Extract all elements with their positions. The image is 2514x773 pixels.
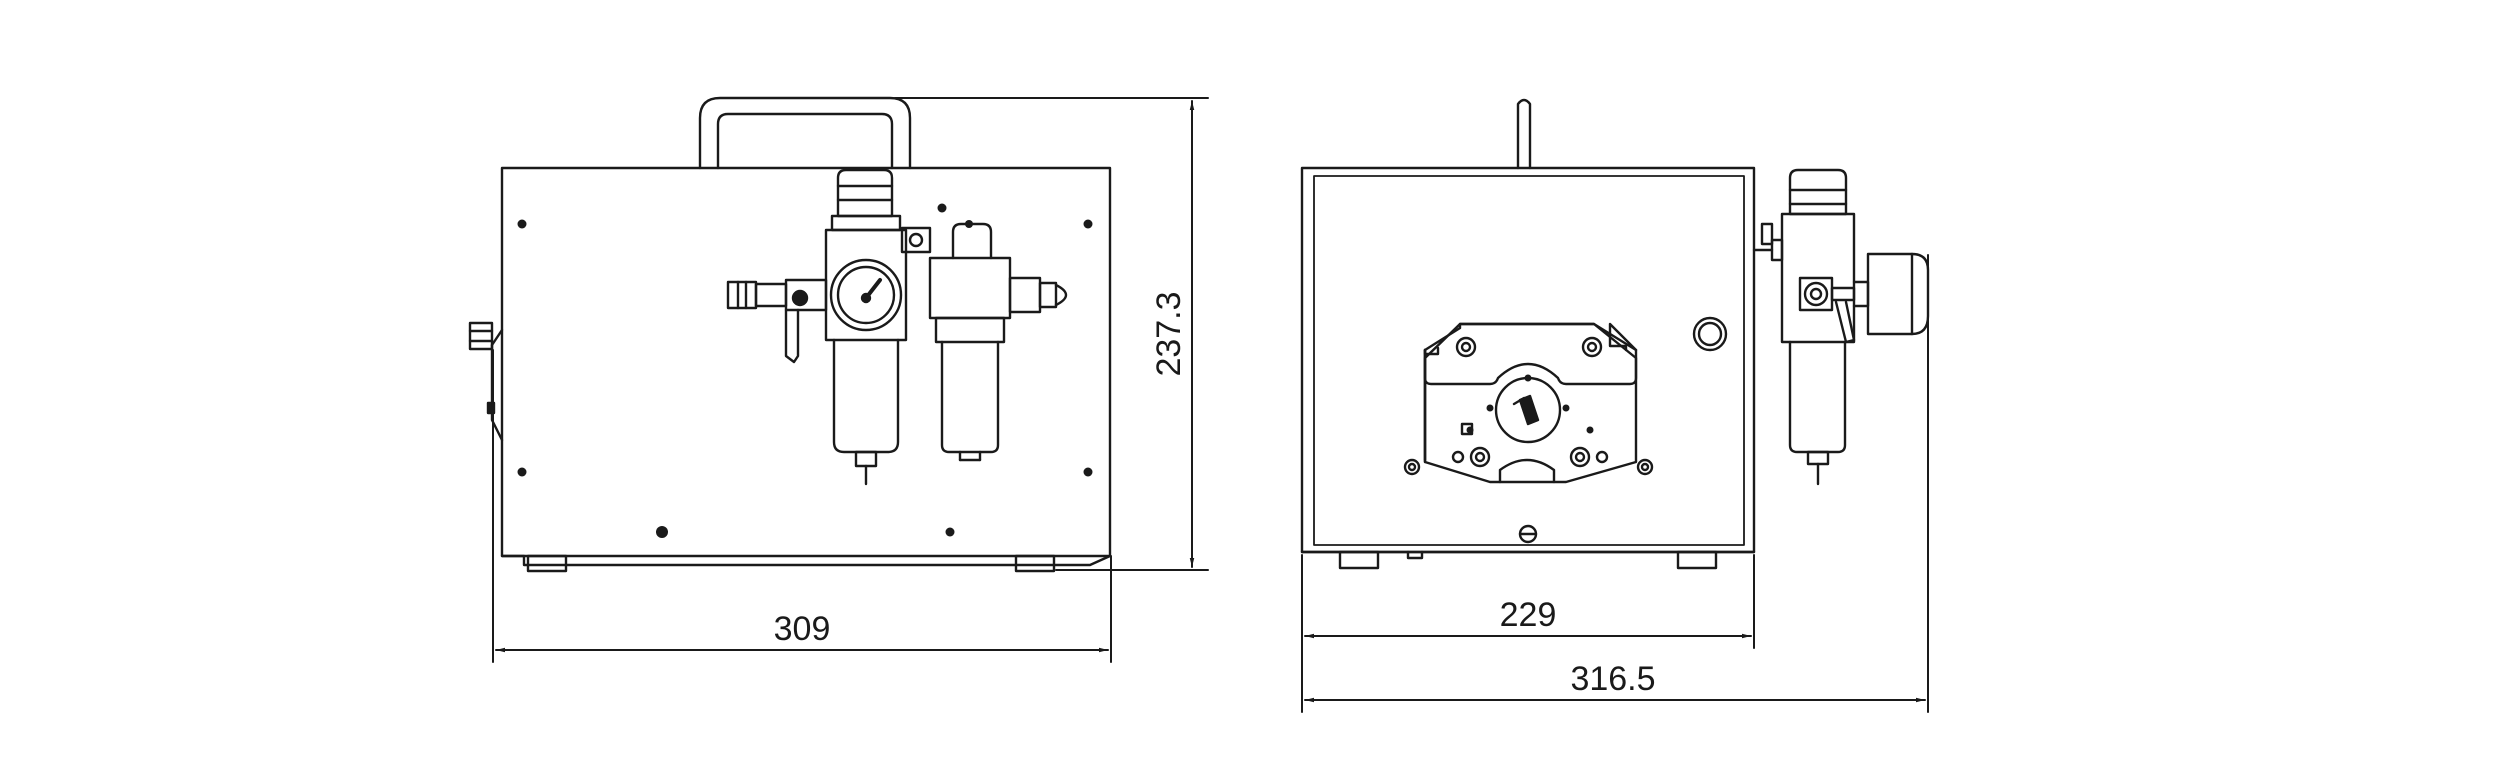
air-regulator-side bbox=[1752, 168, 1930, 486]
dimension-label-front-width: 309 bbox=[774, 610, 831, 648]
corner-screws bbox=[517, 203, 1093, 538]
dimension-label-height: 237.3 bbox=[1150, 291, 1188, 376]
front-view: 309 237.3 bbox=[468, 96, 1209, 663]
dimension-front-width bbox=[492, 349, 1112, 663]
air-regulator-front bbox=[726, 168, 1068, 486]
foot bbox=[1676, 550, 1718, 570]
foot bbox=[1014, 554, 1056, 573]
dimension-overall-depth bbox=[1304, 254, 1929, 713]
pressure-gauge bbox=[829, 258, 903, 332]
pump-head bbox=[1403, 322, 1654, 484]
foot bbox=[1338, 550, 1380, 570]
side-enclosure bbox=[1300, 166, 1756, 554]
dimension-label-overall-depth: 316.5 bbox=[1570, 660, 1655, 698]
dimension-side-depth bbox=[1301, 554, 1755, 713]
dimension-height bbox=[894, 97, 1209, 571]
control-knob bbox=[1692, 316, 1728, 352]
foot bbox=[526, 554, 568, 573]
carry-handle bbox=[698, 96, 912, 170]
dimension-label-side-depth: 229 bbox=[1500, 596, 1557, 634]
front-enclosure bbox=[500, 166, 1112, 558]
side-view: 229 316.5 bbox=[1300, 98, 1930, 713]
side-connector bbox=[468, 321, 494, 351]
